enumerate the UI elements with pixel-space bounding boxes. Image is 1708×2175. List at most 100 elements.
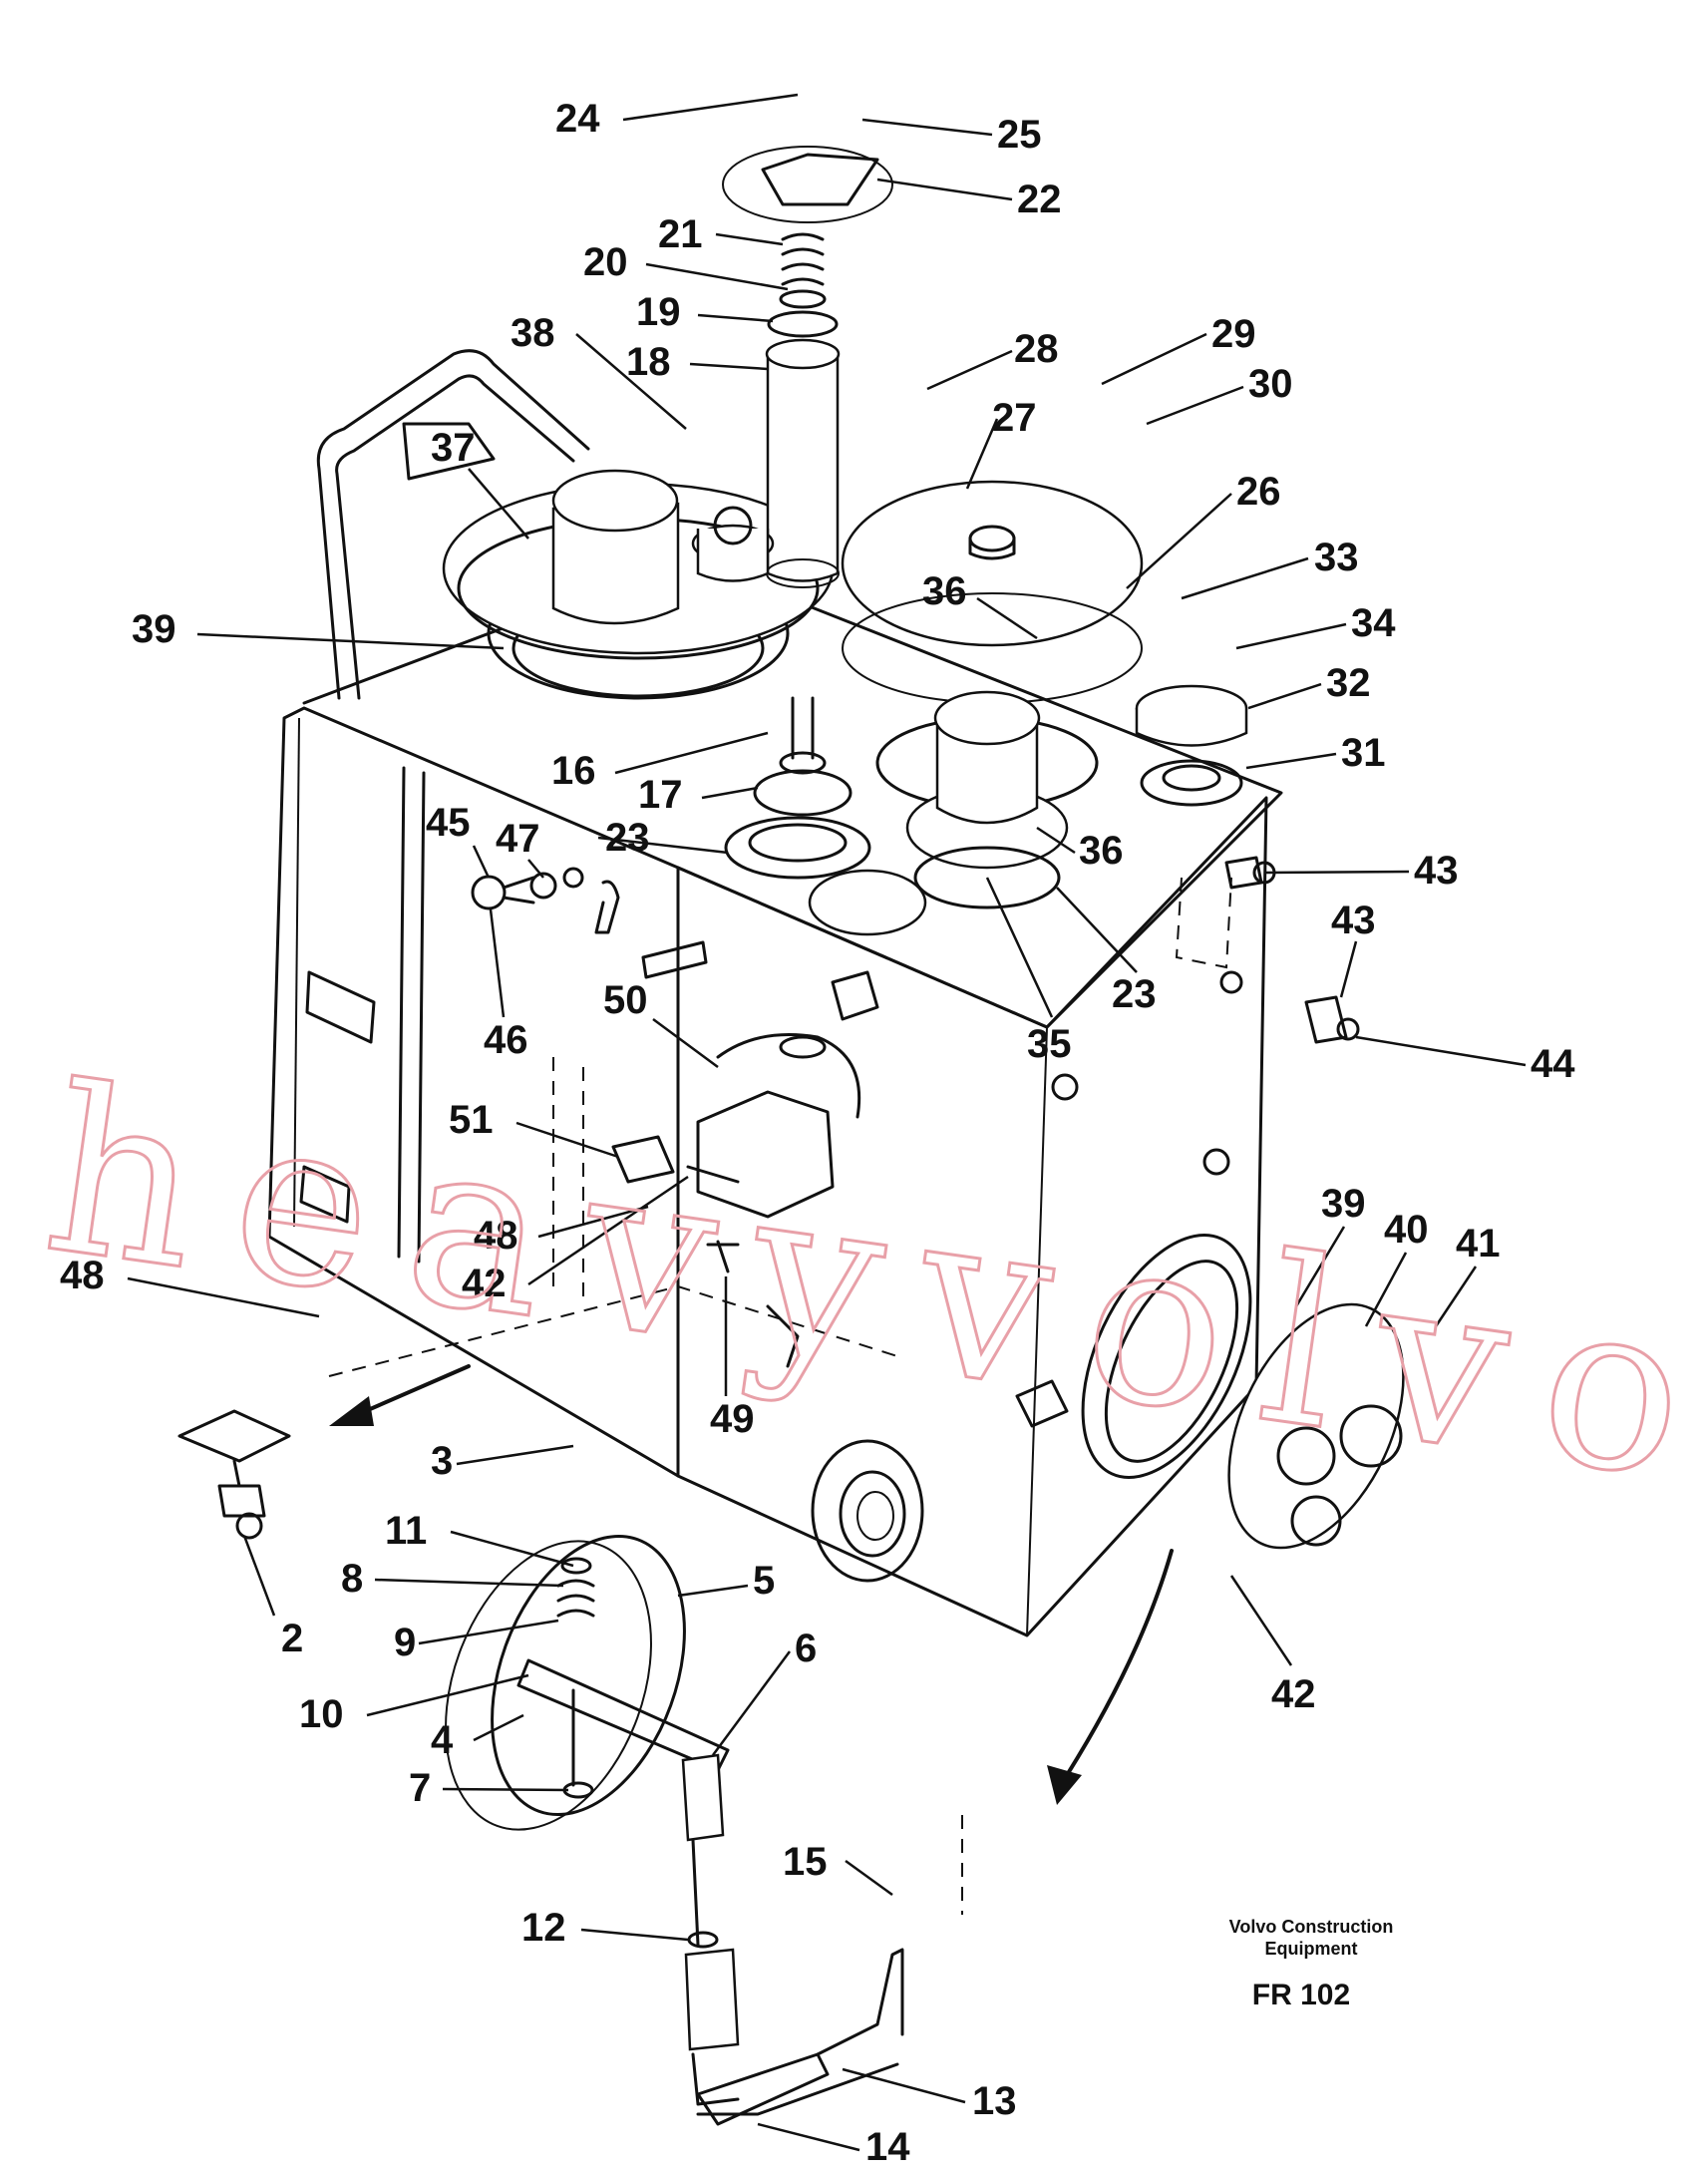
leader-line-42b [1229,1575,1293,1666]
leader-line-42a [527,1175,689,1286]
callout-6: 6 [795,1627,817,1670]
inspection-cover [1135,684,1248,807]
direction-arrows [329,1364,1174,1805]
callout-47: 47 [496,817,540,861]
leader-line-47 [527,859,544,879]
callout-14: 14 [865,2125,910,2169]
callout-49: 49 [710,1397,755,1441]
leader-line-21 [715,232,784,246]
side-fittings [471,867,708,979]
top-cover-plate [841,480,1144,704]
callout-20: 20 [583,240,628,284]
leader-line-45 [472,845,491,879]
callout-51: 51 [449,1098,494,1142]
callout-38: 38 [511,311,555,355]
side-flange [1015,1234,1405,1550]
leader-lines [127,93,1527,2152]
callout-21: 21 [658,212,703,256]
leader-line-2 [242,1535,276,1617]
callout-labels: 24 25 22 21 20 19 18 38 28 29 30 27 37 2… [60,97,1575,2169]
leader-line-4 [473,1713,524,1742]
leader-line-32 [1247,682,1322,710]
callout-27: 27 [992,396,1037,440]
callout-41: 41 [1456,1222,1501,1266]
leader-line-33 [1181,556,1309,600]
callout-42-right: 42 [1271,1672,1316,1716]
leader-line-46 [489,908,506,1018]
leader-line-31 [1245,752,1337,770]
leader-line-30 [1146,385,1244,426]
leader-line-6 [711,1650,792,1756]
callout-22: 22 [1017,178,1062,221]
callout-19: 19 [636,290,681,334]
callout-50: 50 [603,978,648,1022]
callout-32: 32 [1326,661,1371,705]
leader-line-3 [456,1444,574,1466]
leader-line-43a [1265,870,1410,875]
leader-line-22 [876,178,1013,201]
leader-line-34 [1235,622,1347,650]
valve-block [611,970,879,1368]
callout-11: 11 [385,1509,427,1553]
callout-43-lower: 43 [1331,899,1376,942]
callout-24: 24 [555,97,600,141]
callout-12: 12 [521,1906,566,1950]
callout-44: 44 [1531,1042,1575,1086]
leader-line-8 [374,1578,564,1588]
callout-40: 40 [1384,1208,1429,1252]
return-filter-housing [316,349,835,700]
leader-line-19 [697,313,774,323]
leader-line-27 [965,418,999,490]
credit-line-1: Volvo Construction [1229,1917,1394,1937]
callout-48-left: 48 [60,1254,105,1297]
leader-line-7 [442,1787,569,1792]
leader-line-51 [515,1121,619,1159]
filter-element [691,146,893,588]
callout-46: 46 [484,1018,528,1062]
credit-block: Volvo Construction Equipment FR 102 [1229,1917,1394,2011]
callout-23-right: 23 [1112,972,1157,1016]
leader-line-15 [845,1859,893,1897]
leader-line-50 [652,1017,719,1069]
callout-33: 33 [1314,536,1359,579]
leader-line-43b [1339,940,1358,998]
leader-line-9 [418,1619,559,1645]
callout-10: 10 [299,1692,344,1736]
leader-line-36b [1036,826,1076,855]
leader-line-28 [926,349,1013,391]
leader-line-20 [645,262,789,291]
watermark-text: heavyvolvo.com [32,1037,1708,1634]
callout-23-left: 23 [605,816,650,860]
callout-36-top: 36 [922,569,967,613]
callout-13: 13 [972,2079,1017,2123]
callout-42-mid: 42 [462,1262,507,1305]
leader-line-37 [468,468,529,540]
callout-15: 15 [783,1840,828,1884]
leader-line-23b [1056,887,1138,973]
callout-17: 17 [638,773,683,817]
callout-31: 31 [1341,731,1386,775]
leader-line-48b [127,1276,320,1318]
leader-line-11 [450,1530,574,1568]
leader-line-39a [196,632,505,650]
leader-line-41 [1434,1266,1478,1327]
leader-line-36a [976,596,1038,640]
callout-9: 9 [394,1621,416,1664]
callout-36-right: 36 [1079,829,1124,873]
leader-line-26 [1126,493,1232,589]
callout-34: 34 [1351,601,1396,645]
leader-line-14 [757,2122,860,2152]
callout-29: 29 [1211,312,1256,356]
leader-line-5 [677,1584,749,1598]
callout-39-side: 39 [1321,1182,1366,1226]
leader-line-48a [537,1205,649,1239]
callout-35: 35 [1027,1022,1072,1066]
callout-39-top: 39 [132,607,176,651]
callout-25: 25 [997,113,1042,157]
leader-line-23a [597,836,729,855]
leader-line-24 [622,93,799,122]
right-fittings [1224,856,1360,1044]
callout-43-upper: 43 [1414,849,1459,893]
leader-line-40 [1364,1252,1408,1327]
